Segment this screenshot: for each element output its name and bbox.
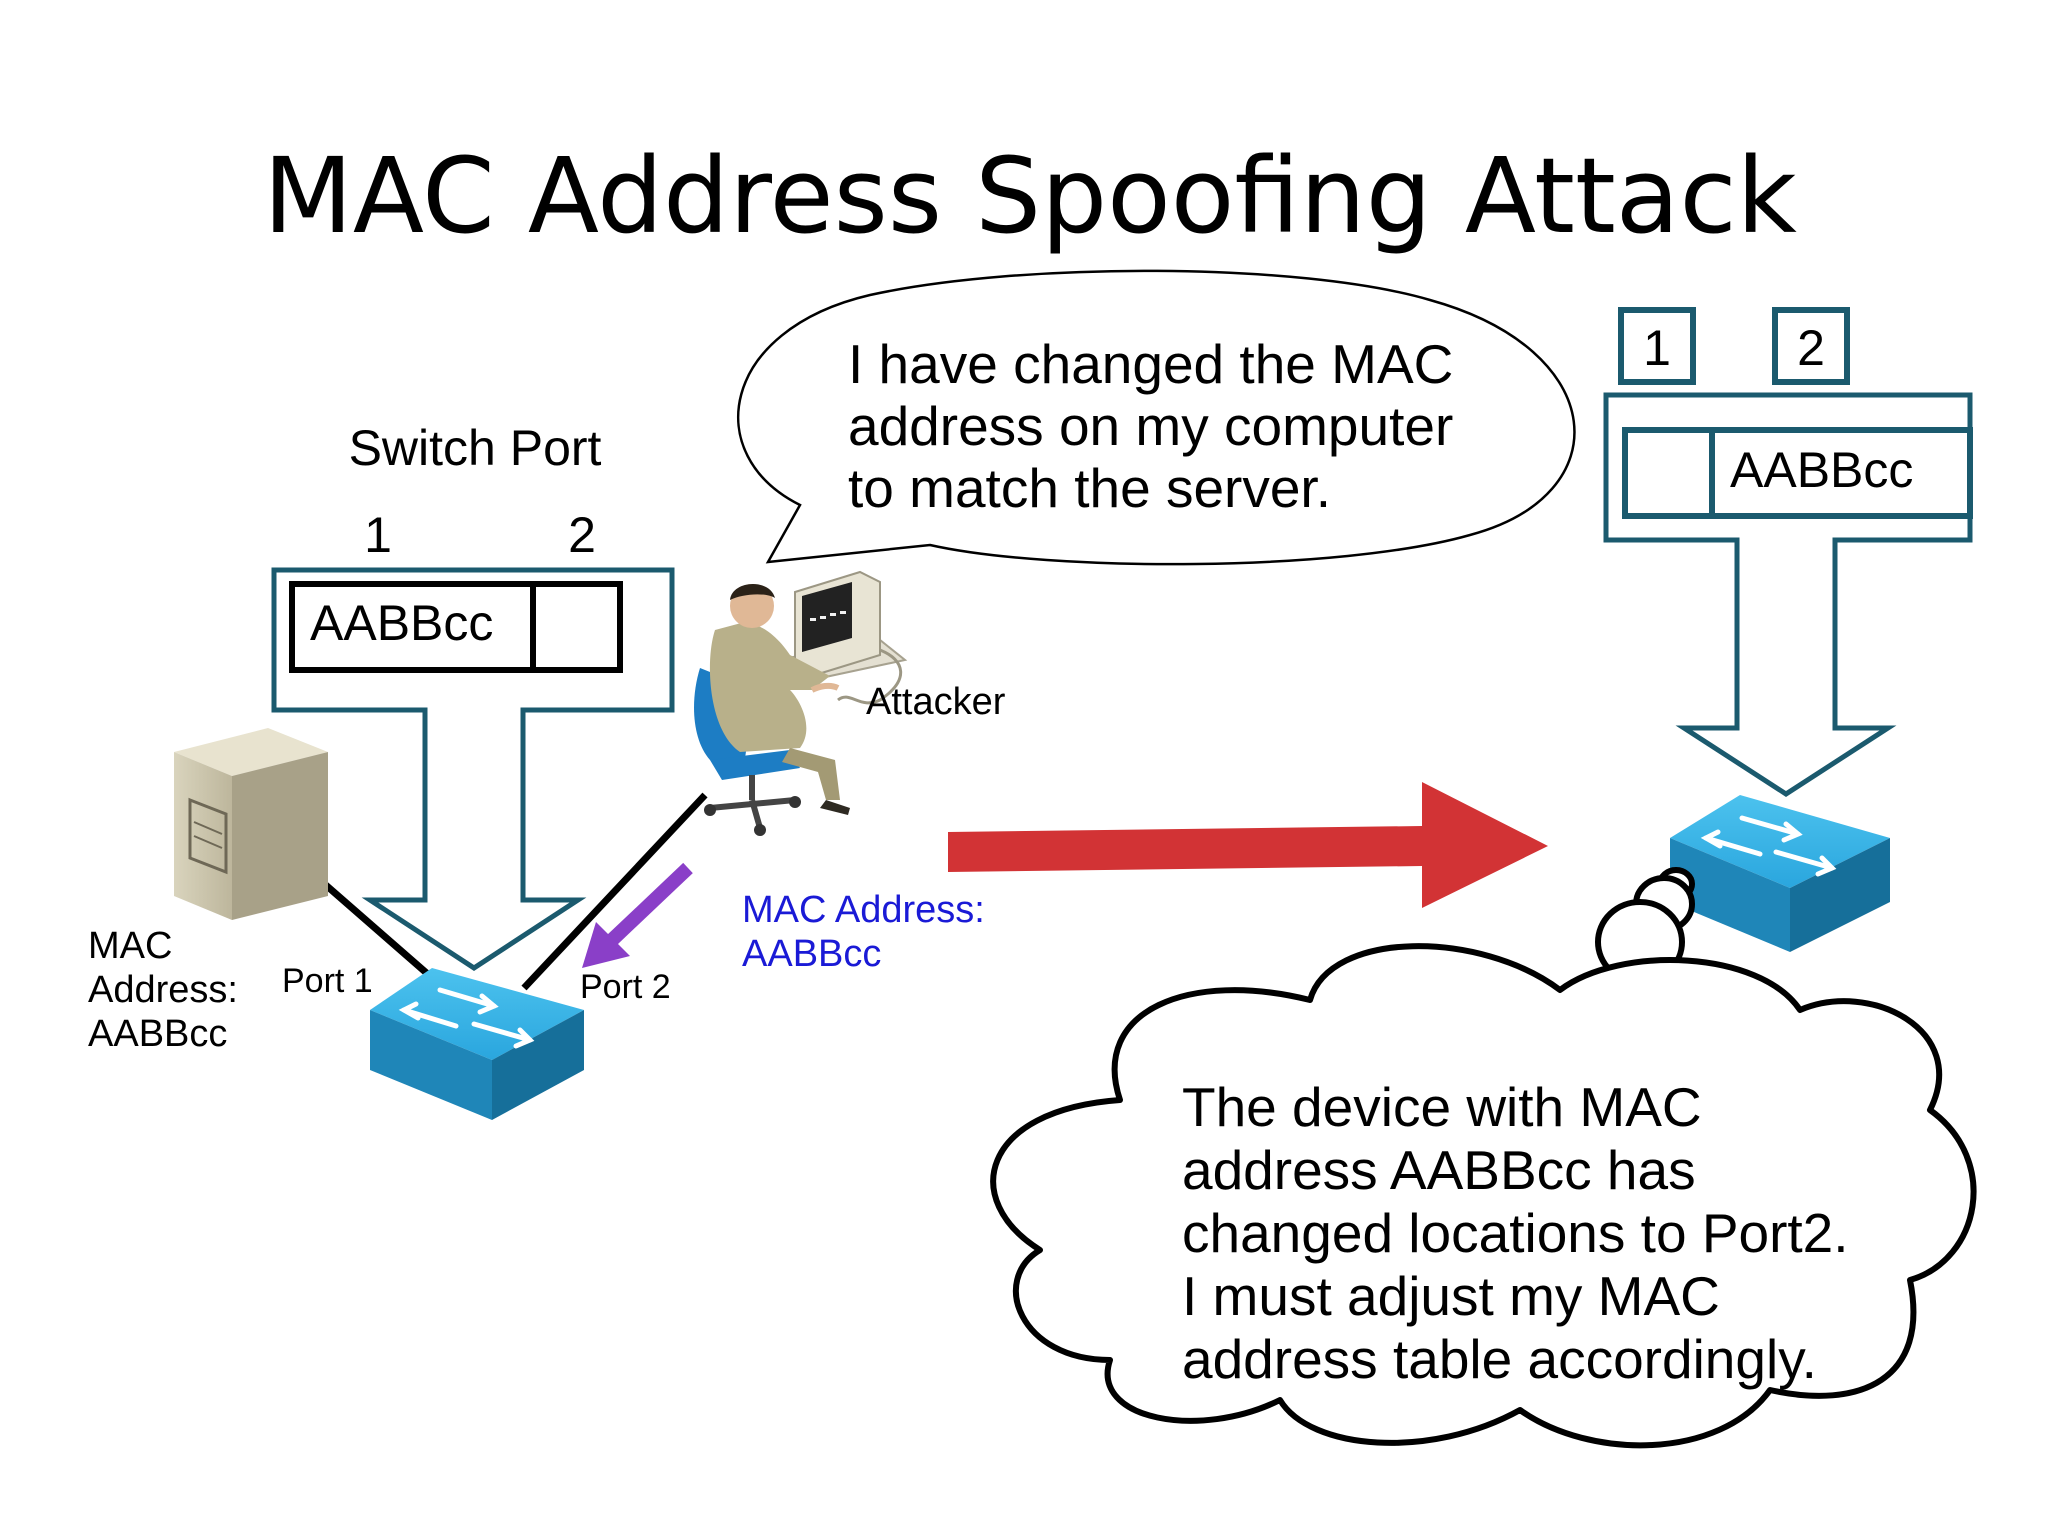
slide-title: MAC Address Spoofing Attack <box>263 135 1797 257</box>
speech-bubble: I have changed the MAC address on my com… <box>736 269 1576 566</box>
right-table-port-1-box <box>1618 307 1696 385</box>
right-table-port-1: 1 <box>1643 320 1671 376</box>
left-table-port-2: 2 <box>568 507 596 563</box>
cable-server-to-switch <box>317 877 449 993</box>
thought-cloud-line-3: changed locations to Port2. <box>1182 1202 1849 1264</box>
server-mac-line-3: AABBcc <box>88 1013 227 1055</box>
port-1-label: Port 1 <box>282 962 373 1000</box>
speech-bubble-line-2: address on my computer <box>848 395 1453 457</box>
right-table-cells <box>1622 427 1973 519</box>
server-mac-line-2: Address: <box>88 969 238 1011</box>
thought-cloud-line-2: address AABBcc has <box>1182 1139 1696 1201</box>
speech-bubble-line-1: I have changed the MAC <box>848 333 1453 395</box>
thought-cloud-line-4: I must adjust my MAC <box>1182 1265 1720 1327</box>
network-switch-icon-right <box>1670 795 1890 952</box>
cable-attacker-to-switch <box>521 792 708 991</box>
port-2-label: Port 2 <box>580 968 671 1006</box>
right-table-port-2-box <box>1772 307 1850 385</box>
thought-cloud-line-5: address table accordingly. <box>1182 1328 1817 1390</box>
purple-arrow <box>582 862 693 968</box>
attacker-mac-line-1: MAC Address: <box>742 889 985 931</box>
person-at-computer-icon <box>694 570 908 836</box>
left-table-heading: Switch Port <box>349 420 602 476</box>
speech-bubble-line-3: to match the server. <box>848 457 1331 519</box>
server-mac-line-1: MAC <box>88 925 172 967</box>
right-mac-table: 1 2 AABBcc <box>1603 307 1973 797</box>
left-table-port-1: 1 <box>364 507 392 563</box>
left-table-entry: AABBcc <box>310 595 493 651</box>
server-tower-icon <box>174 728 328 920</box>
left-mac-table: Switch Port 1 2 AABBcc <box>271 420 675 971</box>
thought-cloud: The device with MAC address AABBcc has c… <box>990 943 1977 1449</box>
network-switch-icon-left <box>370 968 584 1120</box>
attack-direction-arrow <box>948 782 1548 908</box>
left-table-cells <box>289 581 623 673</box>
right-table-port-2: 2 <box>1797 320 1825 376</box>
thought-cloud-line-1: The device with MAC <box>1182 1076 1702 1138</box>
right-table-entry: AABBcc <box>1730 442 1913 498</box>
attacker-mac-line-2: AABBcc <box>742 933 881 975</box>
attacker-label: Attacker <box>866 681 1006 723</box>
